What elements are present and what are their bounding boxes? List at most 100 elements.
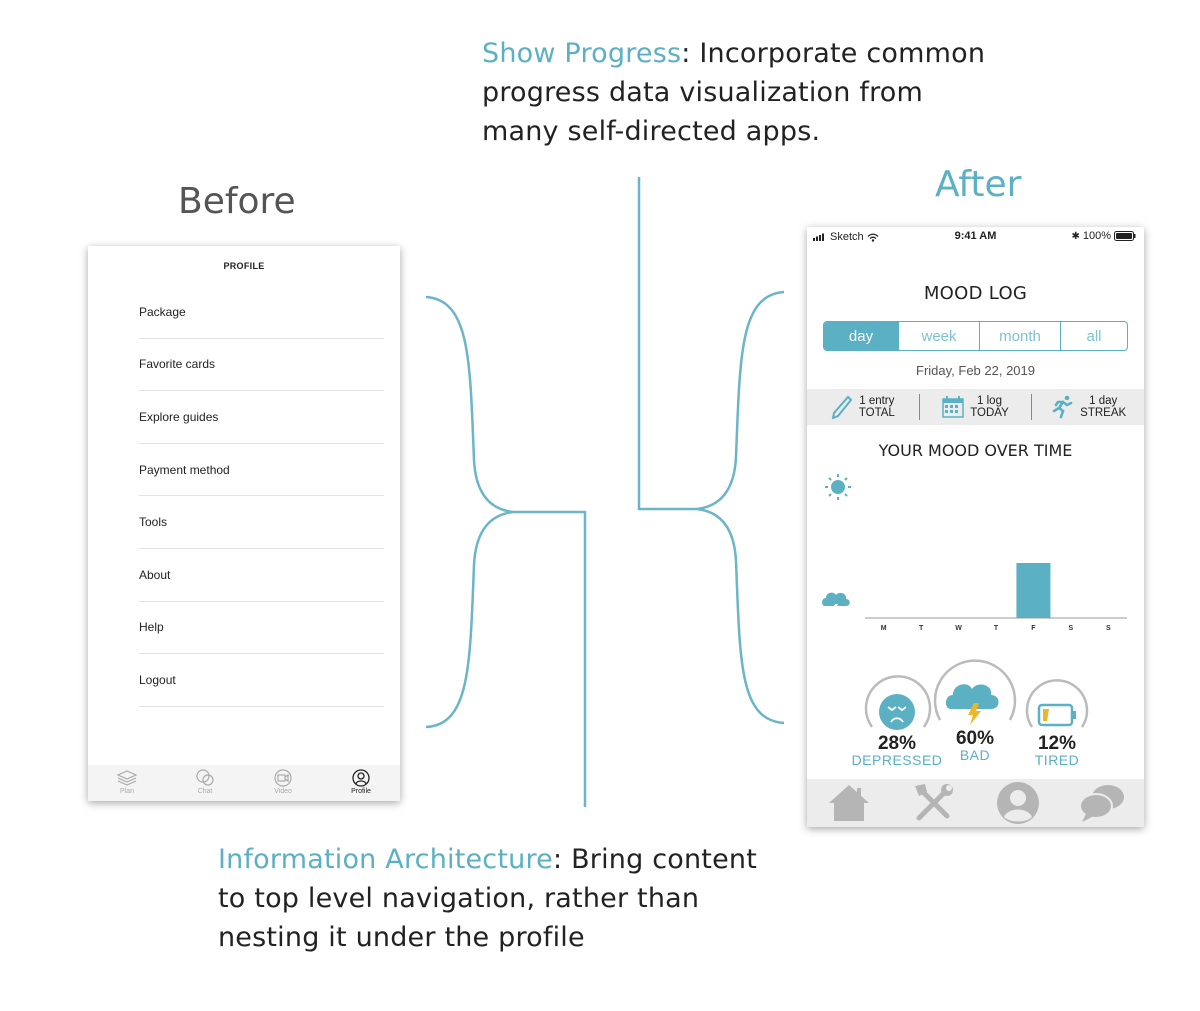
runner-icon <box>1052 395 1073 419</box>
menu-item-help[interactable]: Help <box>139 602 384 655</box>
mood-tired-label: TIRED <box>1034 752 1080 768</box>
menu-item-about[interactable]: About <box>139 549 384 602</box>
mood-depressed-pct: 28% <box>877 733 917 754</box>
tab-chat-after[interactable] <box>1060 779 1144 827</box>
bottom-caption-line-1: : Bring content <box>552 844 757 875</box>
top-caption-line-1: : Incorporate common <box>681 38 986 69</box>
mood-bad-pct: 60% <box>955 728 995 749</box>
menu-item-explore-guides[interactable]: Explore guides <box>139 391 384 444</box>
mood-depressed-label: DEPRESSED <box>851 752 943 768</box>
mood-log-title: MOOD LOG <box>923 283 1028 304</box>
sun-icon <box>825 474 851 500</box>
profile-icon <box>996 782 1039 824</box>
tired-gauge-ring <box>1025 679 1089 728</box>
layers-icon <box>116 770 138 786</box>
stat-total-label: TOTAL <box>858 407 895 419</box>
menu-item-payment-method[interactable]: Payment method <box>139 444 384 497</box>
x-tick-label: F <box>1031 625 1036 632</box>
before-phone-screen: PROFILE Package Favorite cards Explore g… <box>88 246 400 801</box>
mood-tired-pct: 12% <box>1037 733 1077 754</box>
tools-icon <box>915 784 954 821</box>
stat-today-value: 1 log <box>977 395 1002 407</box>
chart-bar <box>1016 563 1051 618</box>
left-connector <box>513 510 587 807</box>
mood-depressed: 28% DEPRESSED <box>847 734 947 767</box>
top-caption-line-2: progress data visualization from <box>482 77 923 108</box>
stat-streak-label: STREAK <box>1080 407 1127 419</box>
top-caption: Show Progress: Incorporate common progre… <box>482 34 1042 151</box>
profile-icon <box>352 769 370 787</box>
right-brace <box>696 290 785 725</box>
left-brace <box>425 295 514 729</box>
tab-profile-after[interactable] <box>976 779 1060 827</box>
pencil-icon <box>831 395 853 419</box>
stat-today-label: TODAY <box>970 407 1009 419</box>
period-segmented-control: day week month all <box>823 321 1128 351</box>
x-tick-label: M <box>881 625 887 632</box>
battery-icon <box>1114 231 1136 241</box>
stat-total-value: 1 entry <box>859 395 895 407</box>
menu-item-logout[interactable]: Logout <box>139 654 384 707</box>
segment-week[interactable]: week <box>898 322 979 350</box>
bluetooth-icon: ✱ <box>1071 230 1080 242</box>
x-tick-label: S <box>1106 625 1111 632</box>
carrier-label: Sketch <box>830 231 864 243</box>
storm-cloud-axis-icon <box>822 592 850 615</box>
wifi-icon <box>867 233 879 242</box>
tab-plan[interactable]: Plan <box>88 765 166 801</box>
segment-month[interactable]: month <box>979 322 1060 350</box>
x-tick-label: T <box>919 625 924 632</box>
after-tab-bar <box>807 779 1144 827</box>
mood-bad: 60% BAD <box>935 729 1015 762</box>
battery-label: 100% <box>1082 230 1111 242</box>
segment-day[interactable]: day <box>824 322 898 350</box>
segment-all[interactable]: all <box>1060 322 1127 350</box>
profile-title: PROFILE <box>223 261 265 271</box>
tab-tools[interactable] <box>891 779 975 827</box>
tab-video[interactable]: Video <box>244 765 322 801</box>
calendar-icon <box>942 396 964 418</box>
bottom-caption-line-3: nesting it under the profile <box>218 922 585 953</box>
before-heading: Before <box>178 181 296 222</box>
status-time: 9:41 AM <box>954 230 997 242</box>
menu-item-package[interactable]: Package <box>139 286 384 339</box>
after-phone-screen: Sketch 9:41 AM ✱ 100% MOOD LOG day week … <box>807 227 1144 827</box>
current-date: Friday, Feb 22, 2019 <box>916 363 1035 378</box>
tab-profile-label: Profile <box>351 788 371 795</box>
signal-icon <box>813 233 824 241</box>
tab-video-label: Video <box>274 788 292 795</box>
mood-bad-label: BAD <box>959 747 991 763</box>
menu-item-favorite-cards[interactable]: Favorite cards <box>139 339 384 392</box>
stat-streak-value: 1 day <box>1089 395 1118 407</box>
tab-chat[interactable]: Chat <box>166 765 244 801</box>
before-tab-bar: Plan Chat Video Profile <box>88 765 400 801</box>
bottom-caption-highlight: Information Architecture <box>218 844 553 875</box>
tab-chat-label: Chat <box>197 788 213 795</box>
chart-title: YOUR MOOD OVER TIME <box>878 441 1073 460</box>
x-tick-label: T <box>994 625 999 632</box>
x-tick-label: W <box>955 625 962 632</box>
top-caption-highlight: Show Progress <box>482 38 682 69</box>
bottom-caption: Information Architecture: Bring content … <box>218 840 818 957</box>
mood-tired: 12% TIRED <box>1017 734 1097 767</box>
tab-plan-label: Plan <box>119 788 134 795</box>
bad-gauge-ring <box>933 659 1017 721</box>
status-bar: Sketch 9:41 AM ✱ 100% <box>807 227 1144 247</box>
video-camera-icon <box>274 769 292 787</box>
tab-home[interactable] <box>807 779 891 827</box>
mood-gauges <box>864 659 1089 730</box>
x-tick-label: S <box>1069 625 1074 632</box>
right-connector <box>637 177 697 511</box>
after-heading: After <box>935 164 1022 205</box>
menu-item-tools[interactable]: Tools <box>139 496 384 549</box>
tab-profile[interactable]: Profile <box>322 765 400 801</box>
profile-menu: Package Favorite cards Explore guides Pa… <box>139 286 384 707</box>
depressed-gauge-ring <box>864 675 932 728</box>
